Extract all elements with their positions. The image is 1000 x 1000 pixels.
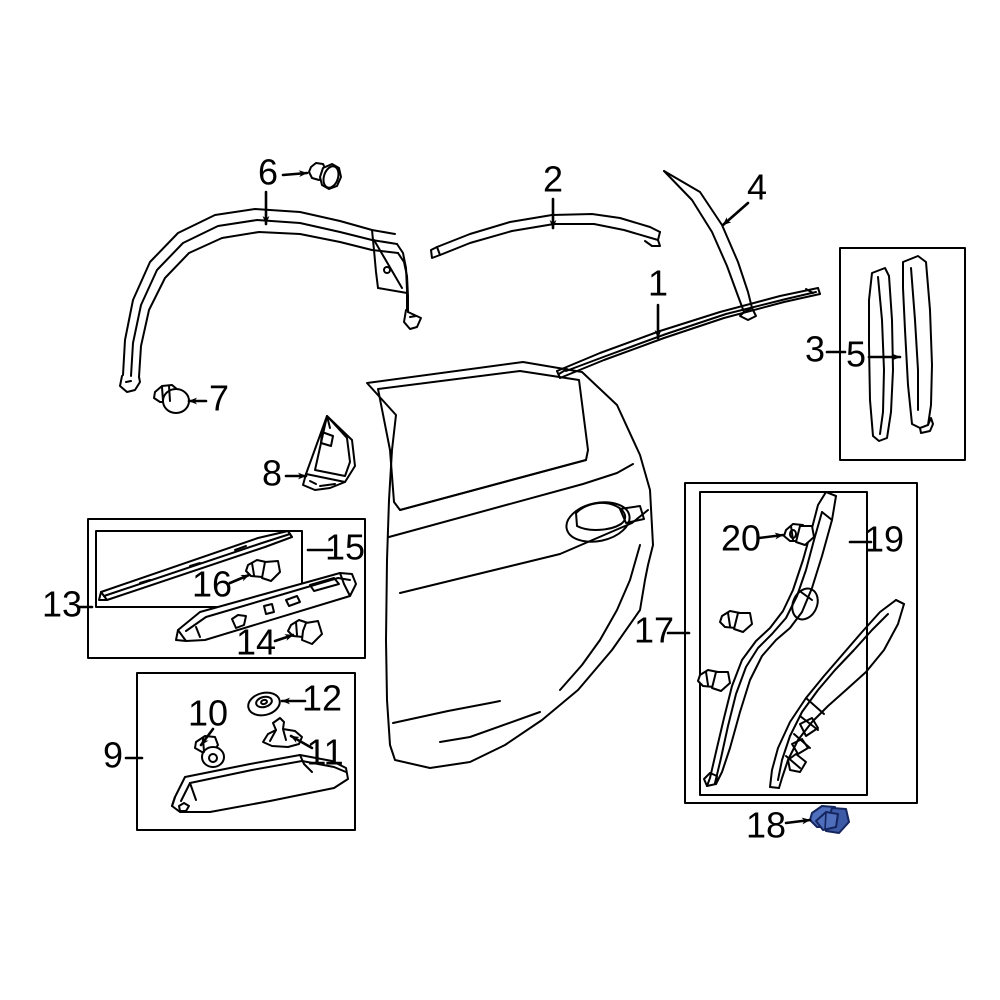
clip-6 bbox=[308, 162, 342, 190]
door-panel-assembly bbox=[366, 361, 654, 769]
door-window-glass bbox=[377, 370, 589, 511]
callout-number-17[interactable]: 17 bbox=[634, 610, 674, 651]
door-outer-handle bbox=[565, 501, 645, 543]
leader-10 bbox=[199, 727, 215, 747]
grommet-12 bbox=[247, 691, 281, 717]
leader-16 bbox=[228, 573, 251, 585]
body-side-moulding-13 bbox=[175, 572, 357, 642]
lower-moulding-box bbox=[136, 672, 356, 831]
callout-number-19[interactable]: 19 bbox=[864, 519, 904, 560]
lower-door-moulding-9 bbox=[171, 754, 349, 813]
callout-number-13[interactable]: 13 bbox=[42, 584, 82, 625]
callout-number-9[interactable]: 9 bbox=[103, 735, 123, 776]
clip-20 bbox=[783, 523, 815, 546]
leader-4 bbox=[721, 201, 750, 227]
callout-number-12[interactable]: 12 bbox=[302, 678, 342, 719]
door-belt-moulding-1 bbox=[556, 287, 821, 379]
callout-number-5[interactable]: 5 bbox=[846, 334, 866, 375]
callout-number-2[interactable]: 2 bbox=[543, 159, 563, 200]
callout-number-7[interactable]: 7 bbox=[209, 378, 229, 419]
weatherstrip-box bbox=[684, 482, 918, 804]
callout-number-4[interactable]: 4 bbox=[747, 167, 767, 208]
protector-moulding-15 bbox=[98, 530, 293, 601]
clip-18 bbox=[809, 805, 850, 834]
clip-11 bbox=[262, 717, 303, 748]
window-run-channel-6 bbox=[119, 208, 422, 393]
clip-17a bbox=[719, 610, 753, 633]
pillar-applique-box bbox=[839, 247, 966, 461]
rear-corner-garnish-8 bbox=[302, 415, 356, 491]
rear-pillar-moulding-4 bbox=[663, 170, 757, 321]
callout-number-3[interactable]: 3 bbox=[805, 329, 825, 370]
leader-18 bbox=[784, 817, 812, 825]
leader-14 bbox=[273, 633, 295, 643]
leader-11 bbox=[289, 734, 314, 750]
callout-number-15[interactable]: 15 bbox=[325, 527, 365, 568]
callout-number-14[interactable]: 14 bbox=[236, 622, 276, 663]
leader-6a bbox=[281, 170, 309, 178]
body-side-moulding-box bbox=[87, 518, 366, 659]
callout-number-18[interactable]: 18 bbox=[746, 805, 786, 846]
inner-weatherstrip-19 bbox=[769, 599, 905, 789]
clip-16 bbox=[245, 559, 281, 582]
clip-7 bbox=[153, 384, 190, 414]
clip-14 bbox=[287, 619, 323, 645]
inner-weatherstrip-box bbox=[699, 491, 868, 796]
callout-number-1[interactable]: 1 bbox=[648, 263, 668, 304]
leader-20 bbox=[757, 532, 785, 540]
callout-number-16[interactable]: 16 bbox=[192, 564, 232, 605]
callout-number-20[interactable]: 20 bbox=[721, 518, 761, 559]
callout-number-10[interactable]: 10 bbox=[188, 693, 228, 734]
callout-number-11[interactable]: 11 bbox=[306, 732, 343, 773]
roof-drip-moulding-2 bbox=[430, 213, 661, 259]
clip-17b bbox=[697, 669, 731, 692]
callout-number-6[interactable]: 6 bbox=[258, 152, 278, 193]
clip-10 bbox=[194, 735, 225, 768]
center-pillar-applique-5 bbox=[868, 255, 934, 442]
callout-number-8[interactable]: 8 bbox=[262, 453, 282, 494]
